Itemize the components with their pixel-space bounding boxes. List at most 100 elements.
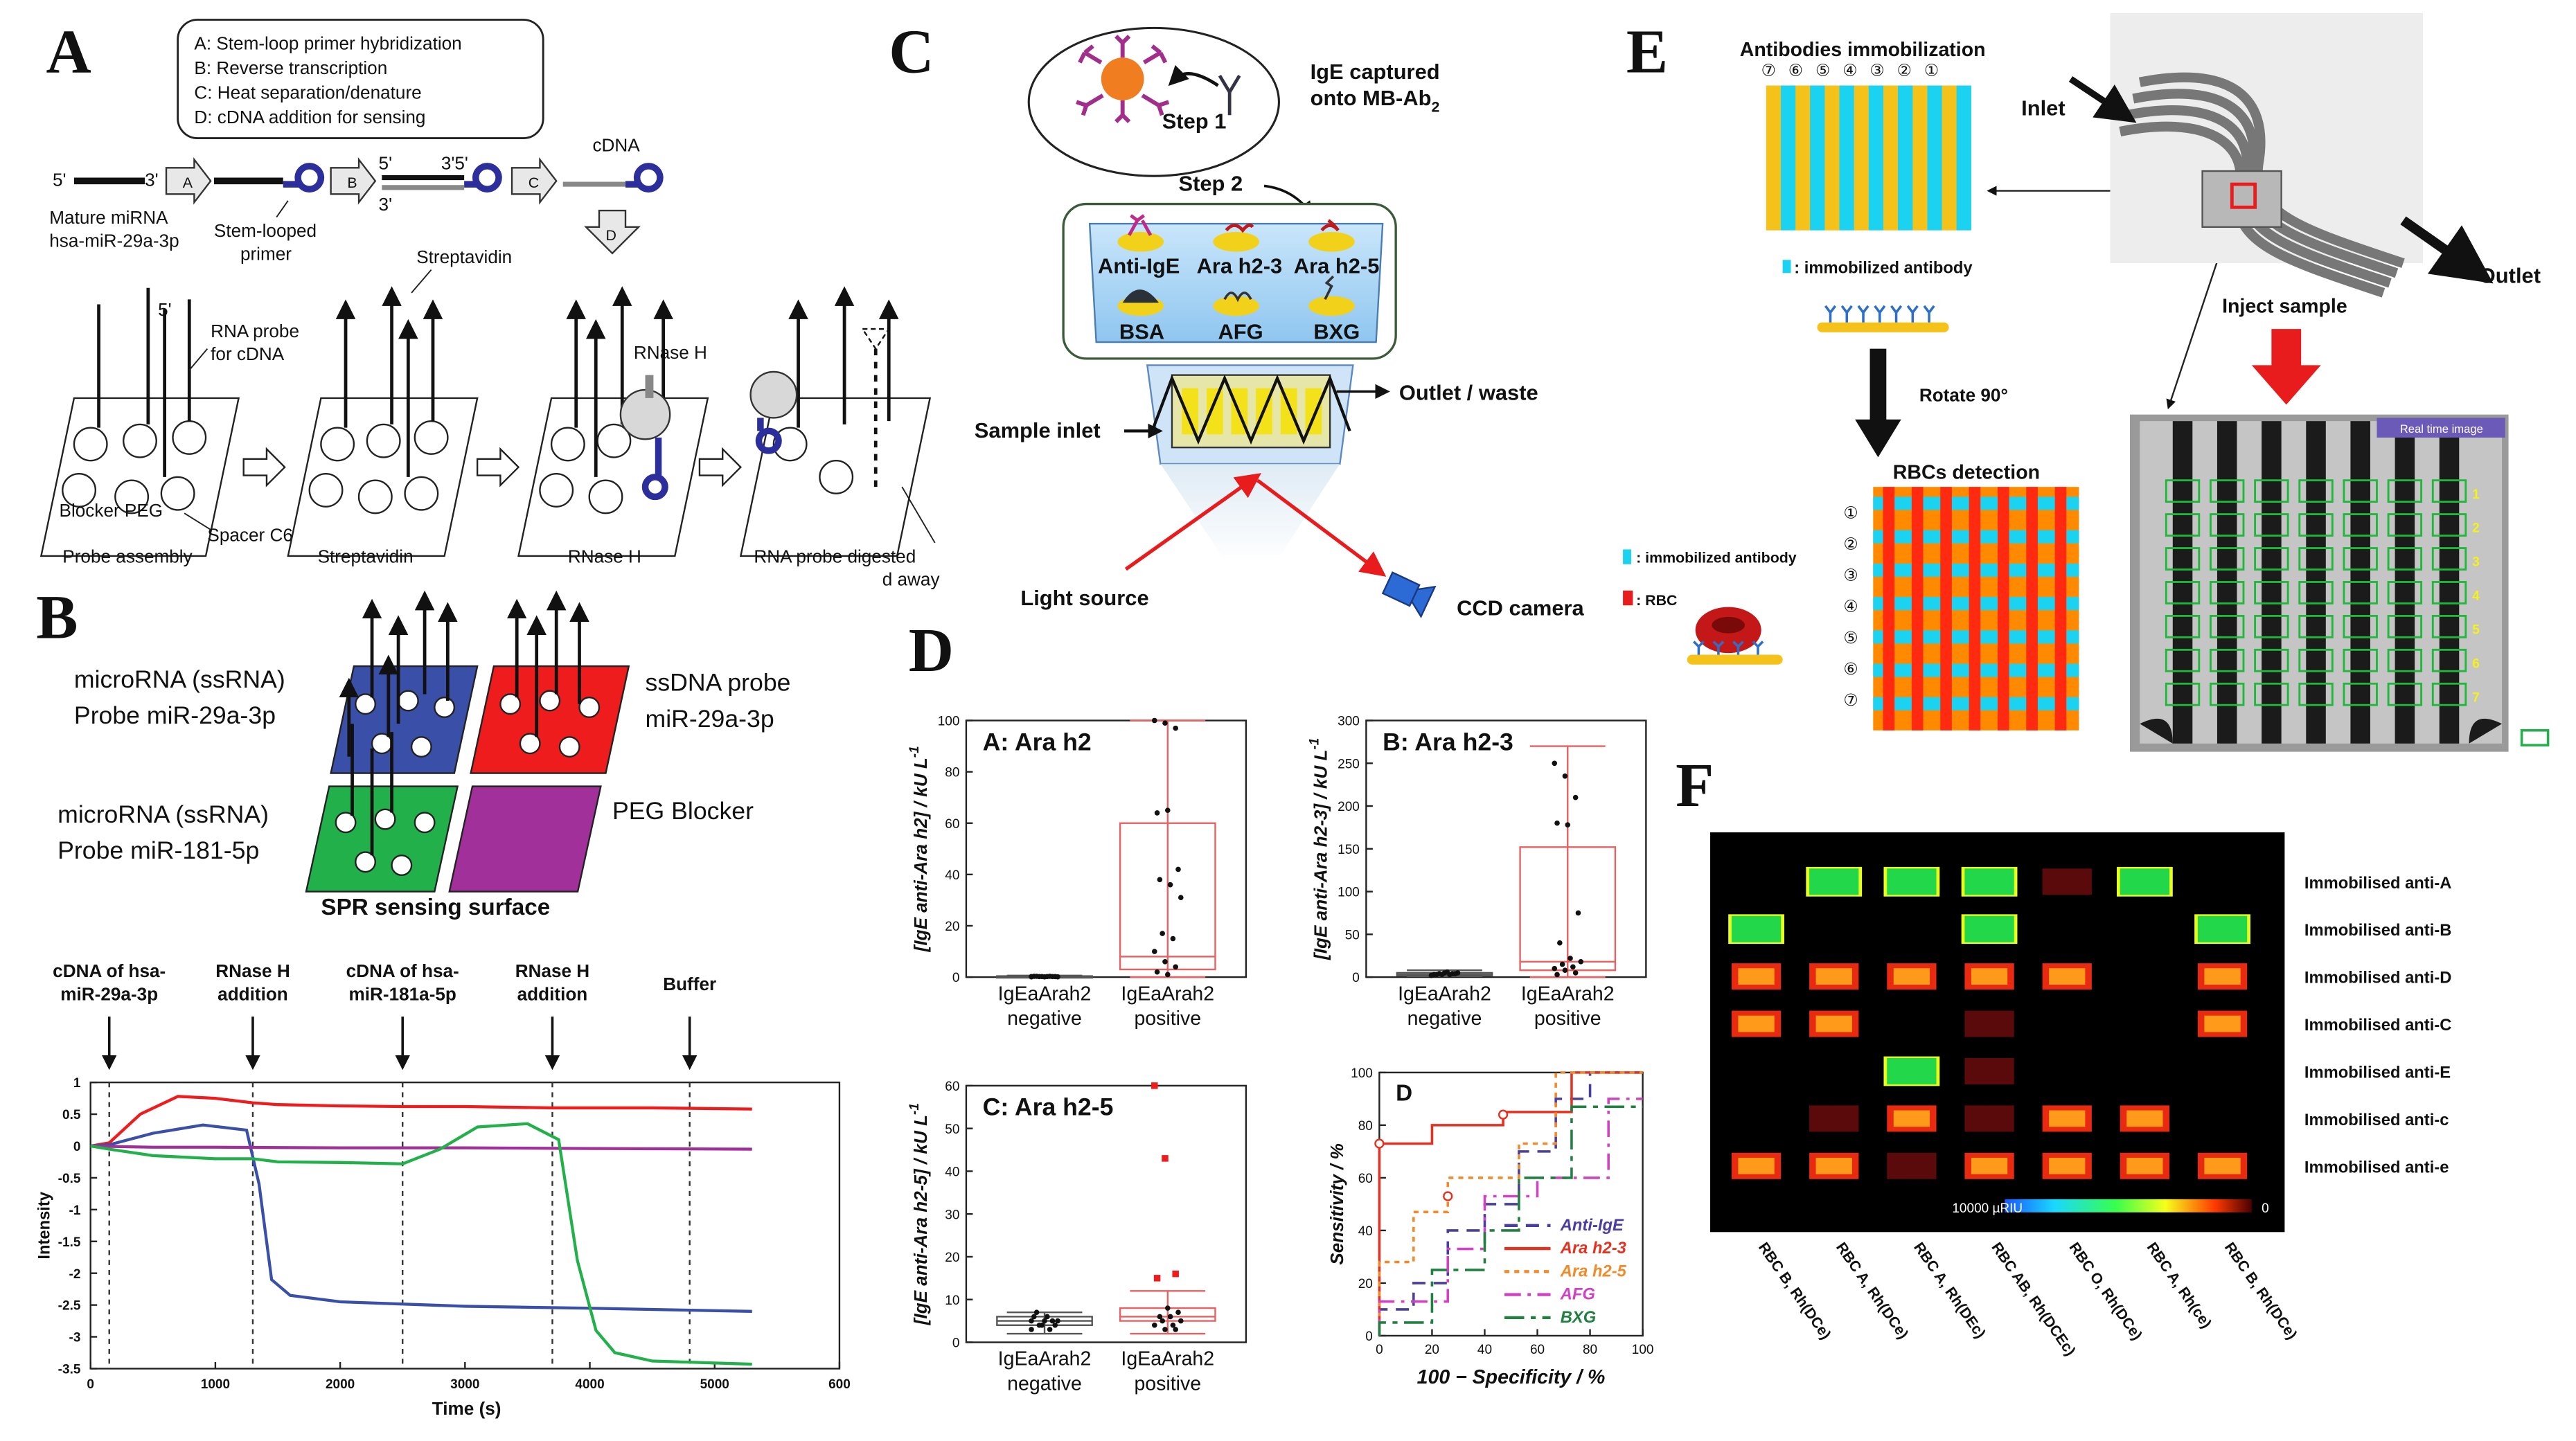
micro-roi-box xyxy=(2254,547,2289,571)
roc-ytick-label: 80 xyxy=(1358,1119,1373,1134)
micro-roi-box xyxy=(2431,648,2467,672)
grid-rbc-lane xyxy=(1997,487,2009,731)
inject-label: Inject sample xyxy=(2222,295,2347,317)
box-ytick-label: 300 xyxy=(1338,715,1360,729)
surface-streptavidin xyxy=(287,286,479,557)
legend-line-4: D: cDNA addition for sensing xyxy=(194,107,425,127)
roc-legend-label: AFG xyxy=(1560,1285,1595,1304)
box-point xyxy=(1047,974,1053,979)
flow-path xyxy=(1124,374,1351,445)
micro-roi-box xyxy=(2298,547,2334,571)
step1-arrow xyxy=(1168,64,1219,87)
outlet-label: Outlet / waste xyxy=(1399,380,1538,404)
step1-label: Step 1 xyxy=(1162,109,1227,133)
chip-label-bxg: BXG xyxy=(1313,319,1360,343)
roc-ytick-label: 20 xyxy=(1358,1277,1373,1291)
stage-label-3: RNase H xyxy=(568,546,641,566)
box-point xyxy=(1154,810,1160,816)
box-point xyxy=(1036,1322,1042,1328)
event-label: cDNA of hsa- xyxy=(53,960,166,981)
heatmap-cell-core xyxy=(1964,868,2014,895)
heatmap-cell-weak xyxy=(2042,868,2092,895)
box-category-label: negative xyxy=(1007,1372,1082,1395)
rnase-h-enzyme xyxy=(619,388,671,440)
chip-label-bsa: BSA xyxy=(1119,319,1164,343)
box-category-label: negative xyxy=(1407,1008,1482,1030)
circled-number: ⑦ xyxy=(1844,691,1858,710)
box-point xyxy=(1562,773,1568,779)
box-category-label: IgEaArah2 xyxy=(1121,983,1214,1005)
micro-roi-box xyxy=(2254,614,2289,638)
heatmap-cell-inner xyxy=(1738,1015,1775,1032)
heatmap-cell-weak xyxy=(1809,1105,1859,1132)
grid-rbc-lane xyxy=(1883,487,1895,731)
stem-loop-b xyxy=(464,163,502,193)
scale-zero: 0 xyxy=(2262,1201,2269,1216)
heatmap-row-label: Immobilised anti-e xyxy=(2304,1158,2449,1176)
spr-series-line xyxy=(90,1144,752,1151)
heatmap-row-label: Immobilised anti-D xyxy=(2304,969,2451,987)
micro-roi-box xyxy=(2387,648,2423,672)
micro-roi-box xyxy=(2298,581,2334,605)
box-category-label: positive xyxy=(1534,1008,1601,1030)
circled-number: ② xyxy=(1897,61,1912,80)
streptavidin-label-1: Streptavidin xyxy=(416,247,512,267)
box-outlier xyxy=(1151,1082,1158,1089)
inject-arrow xyxy=(2251,329,2321,405)
roc-xtick-label: 80 xyxy=(1583,1343,1597,1357)
circled-number: ⑦ xyxy=(1761,61,1776,80)
rbc-glyph xyxy=(1687,607,1783,665)
spr-ytick-label: -2 xyxy=(69,1267,81,1282)
rbc-detection-title: RBCs detection xyxy=(1893,461,2040,483)
heatmap-row-label: Immobilised anti-C xyxy=(2304,1016,2451,1035)
heatmap-cell-inner xyxy=(1971,968,2008,985)
heatmap-cell-weak xyxy=(1964,1105,2014,1132)
micro-roi-box xyxy=(2431,614,2467,638)
box-point xyxy=(1552,965,1558,972)
circled-number: ④ xyxy=(1844,598,1858,616)
green-region xyxy=(305,785,459,893)
box-ytick-label: 50 xyxy=(945,1122,959,1137)
box-ytick-label: 150 xyxy=(1338,843,1360,857)
micro-roi-box xyxy=(2343,648,2378,672)
b-bottom-left-2: Probe miR-181-5p xyxy=(57,836,259,864)
micro-roi-box xyxy=(2431,581,2467,605)
circled-number: ④ xyxy=(1842,61,1857,80)
roc-title: D xyxy=(1396,1080,1412,1106)
micro-roi-box xyxy=(2431,682,2467,706)
roc-cutoff-marker xyxy=(1498,1109,1509,1120)
roc-cutoff-marker xyxy=(1443,1191,1453,1201)
antibody-stripe xyxy=(1898,85,1913,231)
legend-line-1: A: Stem-loop primer hybridization xyxy=(194,33,461,53)
micro-roi-box xyxy=(2387,513,2423,537)
box-point xyxy=(1049,1318,1056,1324)
micro-roi-box xyxy=(2387,479,2423,503)
heatmap-cell-inner xyxy=(2126,1157,2163,1174)
micro-roi-box xyxy=(2210,648,2245,672)
lane-number: 2 xyxy=(2472,521,2480,536)
b-top-right-1: ssDNA probe xyxy=(646,669,791,697)
roc-legend-label: Ara h2-3 xyxy=(1560,1239,1626,1257)
box-point xyxy=(1029,974,1034,980)
box-point xyxy=(1167,1314,1173,1320)
box-point xyxy=(1157,1314,1163,1320)
heatmap-cell-weak xyxy=(1964,1057,2014,1084)
reflected-light xyxy=(1256,478,1387,577)
box-point xyxy=(1045,1314,1050,1320)
circled-number: ③ xyxy=(1870,61,1885,80)
scale-bar xyxy=(2005,1199,2252,1212)
chip-spots xyxy=(1117,214,1355,316)
digested-pointer xyxy=(901,486,936,544)
roc-xtick-label: 0 xyxy=(1376,1343,1383,1357)
stage-label-4: RNA probe digested xyxy=(754,546,916,566)
step-arrow-a: A xyxy=(165,156,212,205)
roc-legend-label: BXG xyxy=(1561,1308,1596,1327)
antibody-stripe xyxy=(1868,85,1884,231)
box-plot-frame xyxy=(1365,719,1647,978)
rbc-legend-text: : RBC xyxy=(1636,592,1677,609)
rna-probe-label-1: RNA probe xyxy=(211,321,299,341)
micro-roi-box xyxy=(2210,682,2245,706)
spr-series-line xyxy=(90,1123,752,1313)
